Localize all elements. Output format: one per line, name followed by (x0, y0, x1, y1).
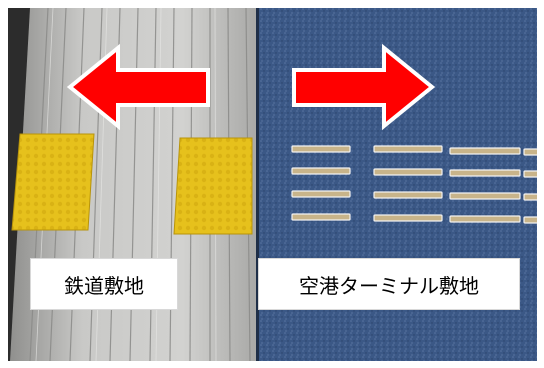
airport-area-label: 空港ターミナル敷地 (258, 258, 520, 310)
right-arrow-icon (292, 43, 436, 131)
tactile-paving-left (11, 133, 95, 231)
tactile-paving-right (173, 137, 253, 235)
left-arrow-icon (66, 43, 210, 131)
guide-strips (291, 145, 537, 224)
railway-area-label: 鉄道敷地 (30, 258, 178, 310)
